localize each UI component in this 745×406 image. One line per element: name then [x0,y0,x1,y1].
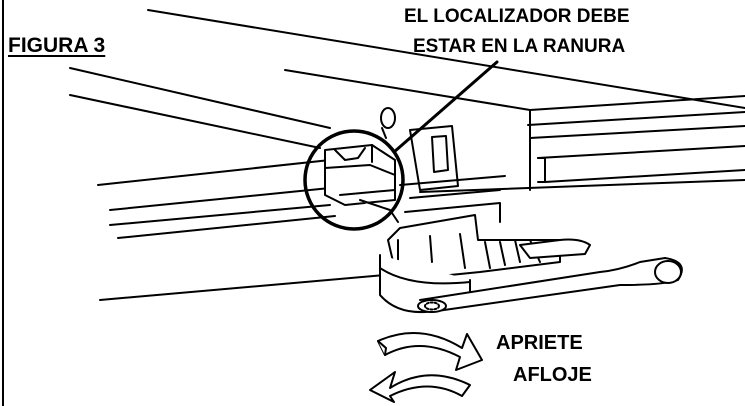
fence-rails [97,159,386,301]
clockwise-arrow-icon [377,332,483,371]
loosen-label: AFLOJE [513,364,592,386]
table-surface [69,9,745,193]
counterclockwise-arrow-icon [369,371,471,403]
callout-text-line-2: ESTAR EN LA RANURA [413,36,626,57]
threaded-screw [417,299,447,313]
locator-eye [380,107,396,129]
tighten-label: APRIETE [496,332,583,354]
callout-text-line-1: EL LOCALIZADOR DEBE [404,6,630,27]
figure-title: FIGURA 3 [8,34,106,57]
callout-leader-line [392,60,499,154]
locator-block [324,144,399,223]
lever-handle [419,238,683,313]
callout-circle [303,129,405,231]
slot-bracket [399,125,506,223]
